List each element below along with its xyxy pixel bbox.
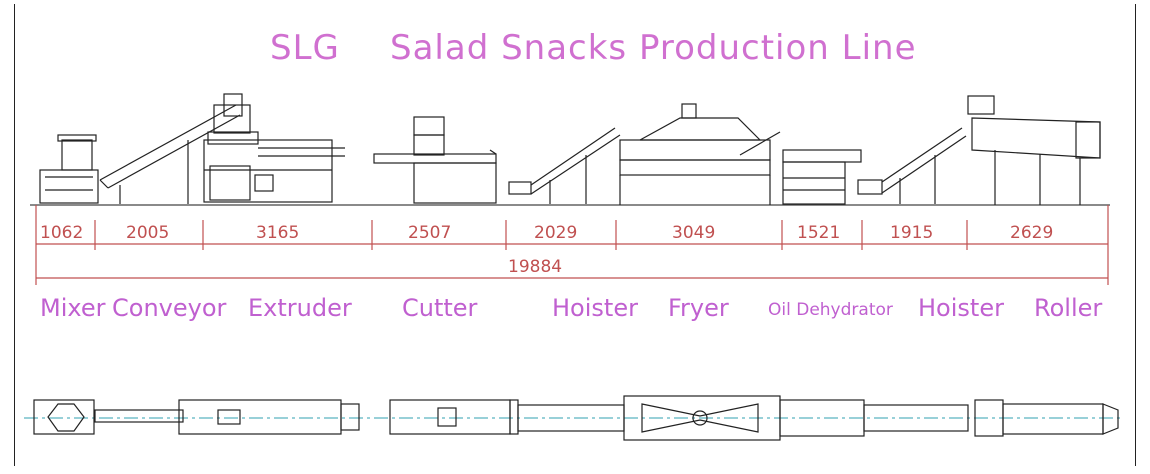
dimension-conveyor: 2005 (126, 223, 170, 243)
dehydrator-machine (782, 149, 862, 205)
dimension-hoister-1: 2029 (534, 223, 578, 243)
dimension-roller: 2629 (1010, 223, 1054, 243)
plan-view (24, 395, 1124, 441)
roller-machine (967, 95, 1101, 205)
extruder-machine (203, 104, 345, 203)
dimension-cutter: 2507 (408, 223, 452, 243)
dimension-total: 19884 (508, 257, 563, 277)
dimension-extruder: 3165 (256, 223, 300, 243)
label-hoister-1: Hoister (552, 294, 638, 322)
title-text: Salad Snacks Production Line (390, 28, 917, 68)
brand-label: SLG (270, 28, 340, 68)
label-roller: Roller (1034, 294, 1103, 322)
label-extruder: Extruder (248, 294, 352, 322)
drawing-frame (14, 4, 1136, 466)
fryer-machine (619, 103, 781, 205)
dimension-mixer: 1062 (40, 223, 84, 243)
conveyor-machine (99, 93, 243, 204)
label-dehydrator: Oil Dehydrator (768, 300, 893, 320)
dimension-dehydrator: 1521 (797, 223, 841, 243)
label-cutter: Cutter (402, 294, 478, 322)
dimension-hoister-2: 1915 (890, 223, 934, 243)
hoister-2-machine (857, 127, 967, 204)
label-hoister-2: Hoister (918, 294, 1004, 322)
hoister-1-machine (508, 127, 621, 204)
dimension-fryer: 3049 (672, 223, 716, 243)
mixer-machine (39, 134, 99, 204)
label-mixer: Mixer (40, 294, 106, 322)
label-conveyor: Conveyor (112, 294, 227, 322)
cutter-machine (373, 116, 497, 204)
label-fryer: Fryer (668, 294, 729, 322)
